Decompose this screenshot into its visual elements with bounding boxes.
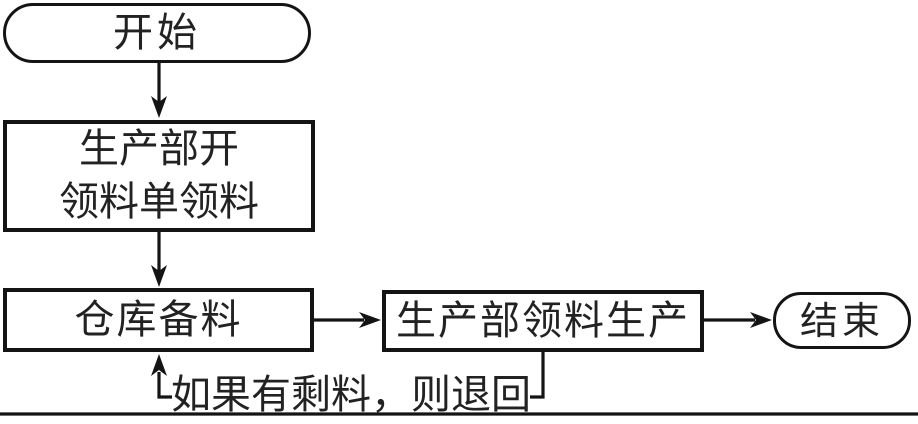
arrow-warehouse-to-production bbox=[313, 312, 381, 328]
flow-node-start-label: 开始 bbox=[113, 10, 201, 56]
flow-node-end: 结束 bbox=[773, 292, 911, 349]
arrow-start-to-requisition bbox=[151, 62, 167, 118]
arrow-production-to-end bbox=[703, 312, 772, 328]
arrowhead-right-icon bbox=[750, 312, 772, 328]
flow-node-production: 生产部领料生产 bbox=[382, 290, 704, 352]
flow-node-requisition-label-line2: 领料单领料 bbox=[59, 179, 259, 225]
flow-node-requisition-label-line1: 生产部开 bbox=[79, 126, 239, 172]
arrow-requisition-to-warehouse bbox=[151, 231, 167, 287]
arrowhead-right-icon bbox=[359, 312, 381, 328]
feedback-edge-label: 如果有剩料，则退回 bbox=[171, 372, 531, 418]
flow-node-end-label: 结束 bbox=[799, 298, 884, 343]
flow-node-requisition: 生产部开 领料单领料 bbox=[3, 120, 315, 232]
flow-node-warehouse-label: 仓库备料 bbox=[74, 297, 243, 343]
arrowhead-down-icon bbox=[151, 96, 167, 118]
arrowhead-up-icon bbox=[151, 354, 167, 376]
flow-node-warehouse: 仓库备料 bbox=[3, 288, 314, 352]
flow-node-production-label: 生产部领料生产 bbox=[396, 298, 690, 344]
flow-node-start: 开始 bbox=[3, 3, 311, 63]
arrowhead-down-icon bbox=[151, 265, 167, 287]
